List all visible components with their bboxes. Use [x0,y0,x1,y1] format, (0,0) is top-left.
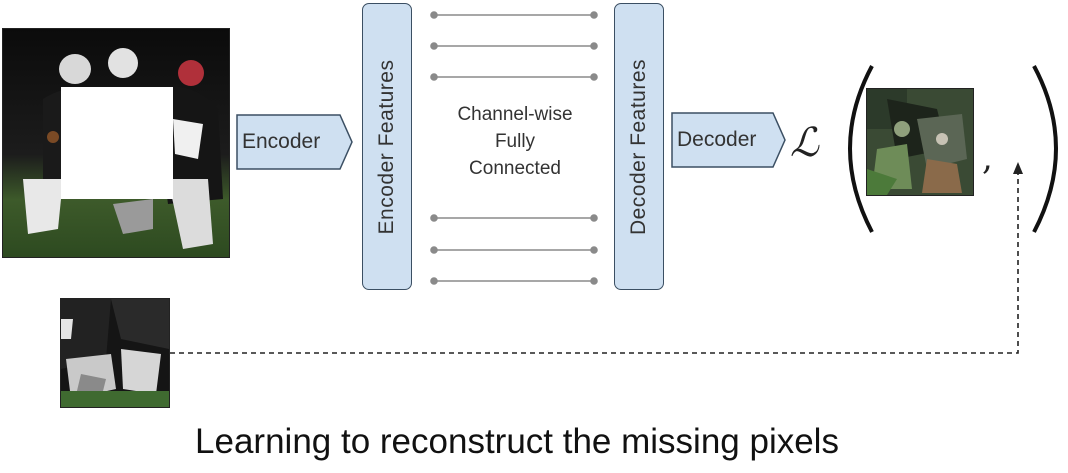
connector-dot [430,42,438,50]
decoder-label: Decoder [677,128,757,151]
connector-dot [430,73,438,81]
encoder-block: Encoder [236,114,354,170]
connector-dot [590,73,598,81]
connector-dot [430,11,438,19]
connector-dot [590,42,598,50]
encoder-features-block: Encoder Features [362,3,412,290]
channel-fc-line-2: Fully [494,131,536,152]
ground-truth-patch-image [60,298,170,408]
decoder-features-block: Decoder Features [614,3,664,290]
connector-dot [590,277,598,285]
reconstructed-patch-image [866,88,974,196]
loss-comma: , [982,138,993,178]
channel-fc-line-3: Connected [469,158,561,179]
connector-dot [430,246,438,254]
right-parenthesis [1032,65,1058,233]
connector-dot [590,246,598,254]
decoder-block: Decoder [671,112,787,168]
connector-dot [590,214,598,222]
left-parenthesis [848,65,874,233]
input-image-masked [2,28,230,258]
encoder-label: Encoder [242,130,321,153]
channel-fc-line-1: Channel-wise [457,104,573,125]
dashed-arrow-head [1013,162,1023,174]
channel-fc-label: Channel-wise Fully Connected [415,101,615,182]
loss-symbol: ℒ [790,120,819,166]
connector-dot [590,11,598,19]
connector-dot [430,277,438,285]
connector-dot [430,214,438,222]
diagram-caption: Learning to reconstruct the missing pixe… [195,422,839,461]
